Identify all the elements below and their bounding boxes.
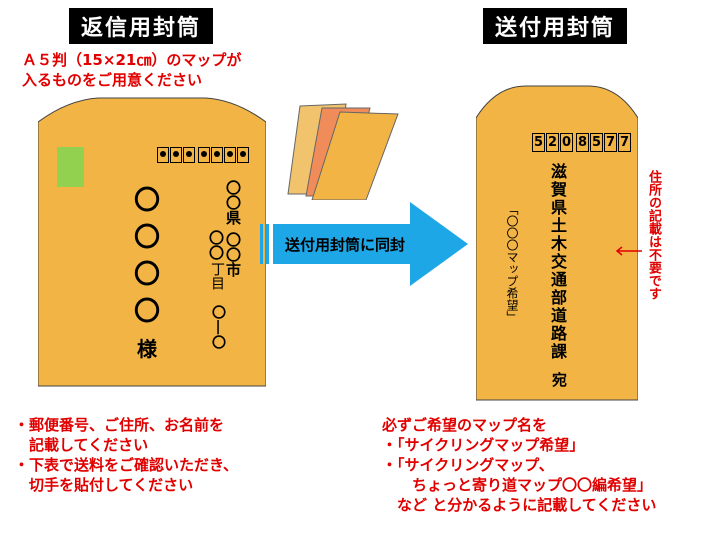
ate-label: 宛 <box>550 372 568 387</box>
postal-box <box>170 147 182 163</box>
reply-note: 記載してください <box>14 436 149 454</box>
send-envelope <box>476 85 638 401</box>
postal-box <box>224 147 236 163</box>
size-note-line1: Ａ５判（15×21㎝）のマップが <box>22 51 242 69</box>
address-col-city: 〇〇市 <box>224 232 242 277</box>
address-col-number: 〇|〇 <box>210 305 226 349</box>
postal-digit: 7 <box>618 133 631 152</box>
send-note: など と分かるように記載してください <box>382 496 657 514</box>
postal-digit: 7 <box>604 133 617 152</box>
send-note: ・「サイクリングマップ希望」 <box>382 436 585 454</box>
reply-notes: ・郵便番号、ご住所、お名前を 記載してください ・下表で送料をご確認いただき、 … <box>14 415 238 495</box>
size-note-line2: 入るものをご用意ください <box>22 71 203 89</box>
enclose-arrow <box>260 202 468 286</box>
reply-note: ・下表で送料をご確認いただき、 <box>14 456 238 474</box>
folded-maps-illustration <box>287 103 399 200</box>
side-arrow <box>614 241 642 256</box>
destination-address: 滋賀県土木交通部道路課 <box>548 163 567 361</box>
address-not-required-note: 住所の記載は不要です <box>646 170 661 300</box>
send-note: ちょっと寄り道マップ〇〇編希望」 <box>382 476 653 494</box>
postal-digit: 2 <box>546 133 559 152</box>
postal-box <box>157 147 169 163</box>
arrow-label: 送付用封筒に同封 <box>285 236 406 254</box>
address-col-area: 〇〇 <box>207 230 225 260</box>
send-envelope-title: 送付用封筒 <box>483 8 628 44</box>
reply-note: 切手を貼付してください <box>14 476 194 494</box>
postal-digit: 5 <box>590 133 603 152</box>
postal-digit: 5 <box>532 133 545 152</box>
send-notes: 必ずご希望のマップ名を ・「サイクリングマップ希望」 ・「サイクリングマップ、 … <box>382 415 656 515</box>
send-note: 必ずご希望のマップ名を <box>382 416 548 434</box>
postal-digit: 0 <box>560 133 573 152</box>
name-placeholder: 〇 〇 〇 〇 <box>134 186 161 327</box>
postal-box <box>211 147 223 163</box>
address-col-chome: 丁目 <box>209 262 225 290</box>
postal-box <box>198 147 210 163</box>
sama-label: 様 <box>137 337 157 361</box>
size-note: Ａ５判（15×21㎝）のマップが 入るものをご用意ください <box>22 50 241 90</box>
reply-note: ・郵便番号、ご住所、お名前を <box>14 416 225 434</box>
map-request-text: 「〇〇〇マップ希望」 <box>505 203 519 323</box>
postal-digit: 8 <box>576 133 589 152</box>
send-note: ・「サイクリングマップ、 <box>382 456 554 474</box>
reply-postal-boxes <box>157 147 250 167</box>
postal-box <box>237 147 249 163</box>
reply-envelope <box>38 97 266 387</box>
stamp <box>57 147 84 187</box>
postal-box <box>183 147 195 163</box>
address-col-pref: 〇〇県 <box>224 180 242 225</box>
reply-envelope-title: 返信用封筒 <box>69 8 214 44</box>
